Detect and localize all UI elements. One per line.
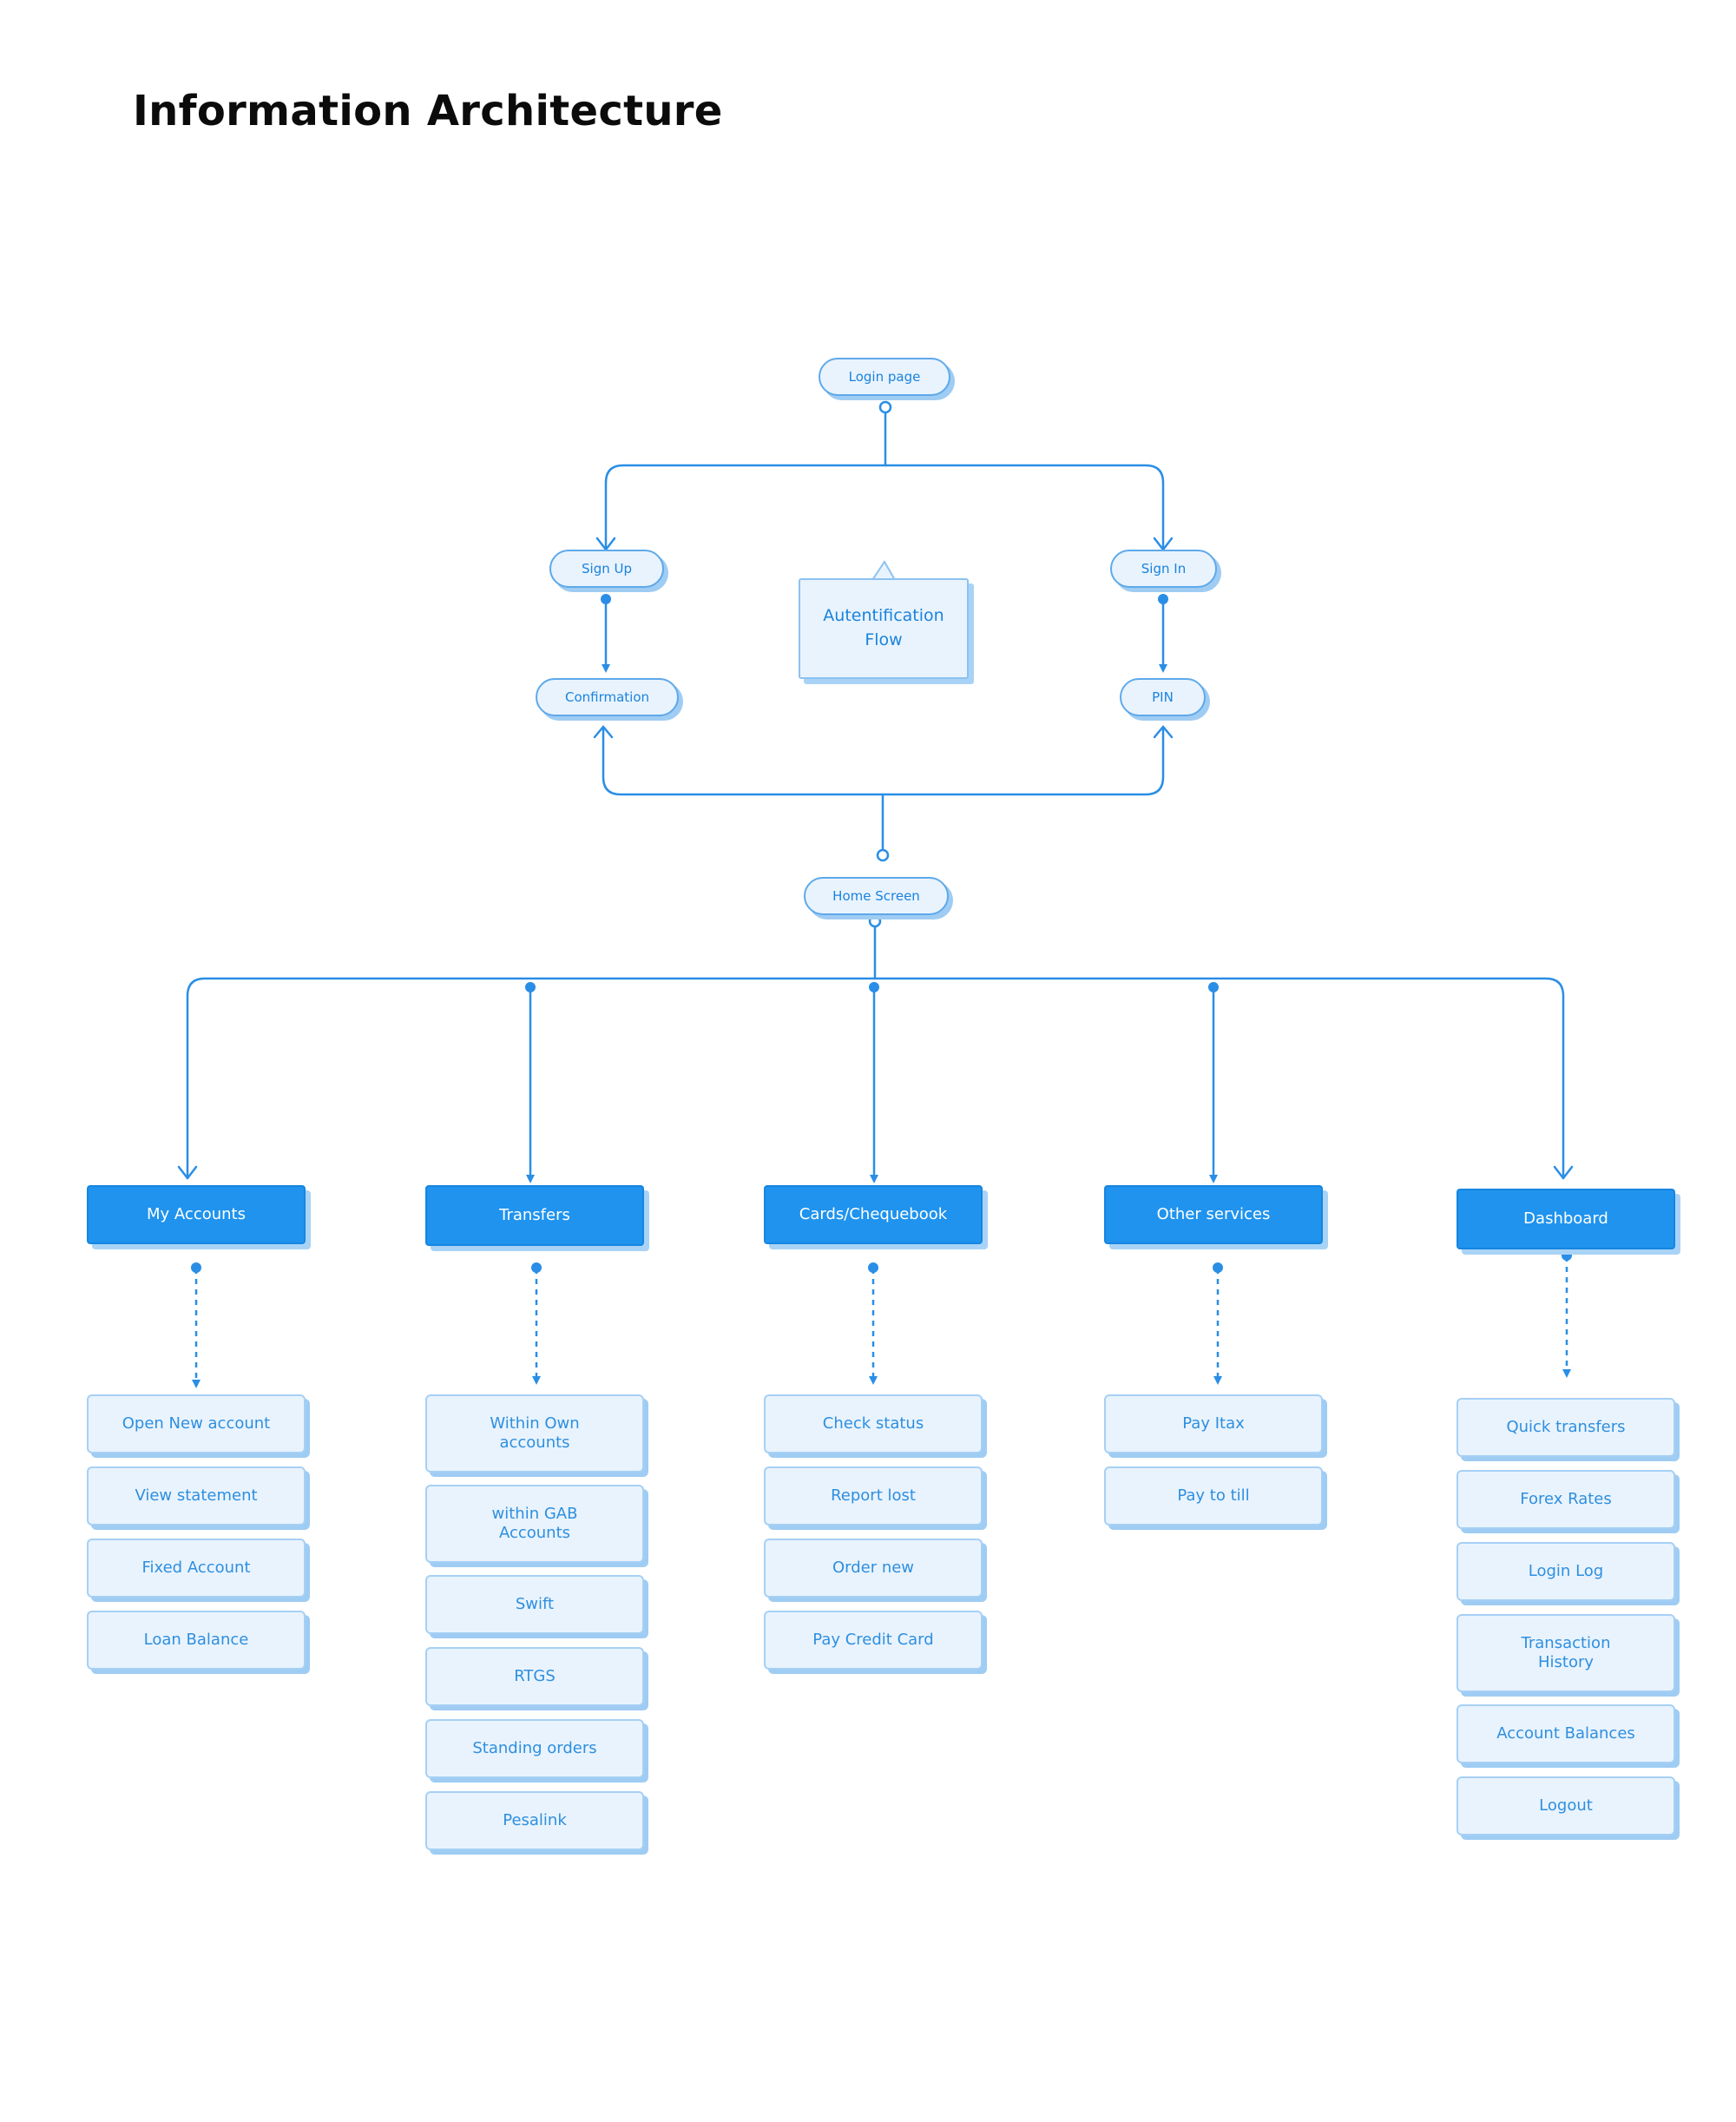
connector-dot-cards-sub — [868, 1262, 878, 1273]
list-item-open-new-account[interactable]: Open New account — [87, 1394, 306, 1453]
page-title: Information Architecture — [133, 87, 723, 135]
sign-in-node[interactable]: Sign In — [1110, 550, 1217, 588]
list-item-pay-itax[interactable]: Pay Itax — [1104, 1394, 1323, 1453]
connector-dot-dashboard-sub — [1562, 1250, 1572, 1261]
category-cards-chequebook[interactable]: Cards/Chequebook — [764, 1185, 983, 1244]
list-item-forex-rates[interactable]: Forex Rates — [1457, 1470, 1675, 1529]
arrowhead-pin — [1153, 725, 1174, 739]
connector-dot-other-sub — [1213, 1262, 1223, 1273]
login-page-node[interactable]: Login page — [819, 358, 950, 396]
connector-dot-my-accounts-sub — [191, 1262, 201, 1273]
confirmation-node[interactable]: Confirmation — [536, 678, 679, 716]
connector-dot-home-bottom — [868, 914, 882, 928]
connector-to-sign-in — [884, 464, 1165, 551]
connector-to-pin — [881, 725, 1165, 796]
list-item-within-gab-accounts[interactable]: within GAB Accounts — [425, 1485, 644, 1563]
list-item-account-balances[interactable]: Account Balances — [1457, 1704, 1675, 1763]
list-item-logout[interactable]: Logout — [1457, 1776, 1675, 1835]
list-item-within-own-accounts[interactable]: Within Own accounts — [425, 1394, 644, 1473]
list-item-rtgs[interactable]: RTGS — [425, 1647, 644, 1706]
list-item-report-lost[interactable]: Report lost — [764, 1466, 983, 1526]
connector-dot-other-services — [1208, 982, 1219, 992]
connector-dot-transfers — [525, 982, 536, 992]
list-item-fixed-account[interactable]: Fixed Account — [87, 1539, 306, 1598]
arrowhead-confirmation — [593, 725, 614, 739]
list-item-pay-credit-card[interactable]: Pay Credit Card — [764, 1611, 983, 1670]
list-item-order-new[interactable]: Order new — [764, 1539, 983, 1598]
list-item-swift[interactable]: Swift — [425, 1575, 644, 1634]
category-my-accounts[interactable]: My Accounts — [87, 1185, 306, 1244]
category-transfers[interactable]: Transfers — [425, 1185, 644, 1246]
arrowhead-sign-in — [1153, 537, 1174, 551]
sign-up-node[interactable]: Sign Up — [549, 550, 664, 588]
category-other-services[interactable]: Other services — [1104, 1185, 1323, 1244]
list-item-loan-balance[interactable]: Loan Balance — [87, 1611, 306, 1670]
category-dashboard[interactable]: Dashboard — [1457, 1189, 1675, 1249]
list-item-login-log[interactable]: Login Log — [1457, 1542, 1675, 1601]
arrowhead-dashboard — [1553, 1165, 1574, 1180]
pin-node[interactable]: PIN — [1120, 678, 1206, 716]
list-item-check-status[interactable]: Check status — [764, 1394, 983, 1453]
connector-dot-login — [878, 400, 892, 414]
connector-to-sign-up — [604, 464, 887, 551]
list-item-pesalink[interactable]: Pesalink — [425, 1791, 644, 1850]
connector-dot-home-top — [876, 848, 890, 862]
list-item-pay-to-till[interactable]: Pay to till — [1104, 1466, 1323, 1526]
connector-dot-signup — [601, 594, 611, 604]
list-item-quick-transfers[interactable]: Quick transfers — [1457, 1398, 1675, 1457]
connector-to-confirmation — [602, 725, 884, 796]
list-item-view-statement[interactable]: View statement — [87, 1466, 306, 1526]
connector-dot-transfers-sub — [531, 1262, 542, 1273]
connector-dot-signin — [1158, 594, 1168, 604]
authentication-flow-note: Autentification Flow — [799, 578, 969, 679]
connector-category-bar — [186, 977, 1565, 1180]
list-item-standing-orders[interactable]: Standing orders — [425, 1719, 644, 1778]
connector-dot-cards — [869, 982, 879, 992]
list-item-transaction-history[interactable]: Transaction History — [1457, 1614, 1675, 1692]
arrowhead-my-accounts — [177, 1165, 198, 1180]
arrowhead-sign-up — [595, 537, 616, 551]
home-screen-node[interactable]: Home Screen — [804, 877, 949, 915]
